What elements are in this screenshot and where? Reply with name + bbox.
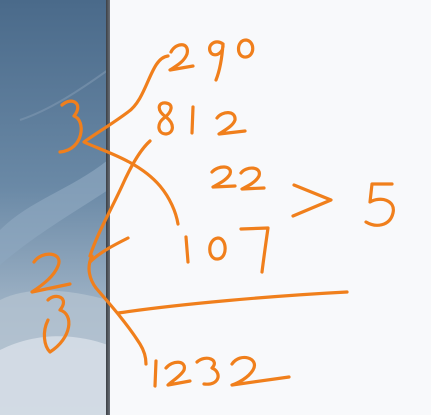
ink-stroke bbox=[236, 38, 255, 59]
ink-stroke bbox=[190, 105, 195, 135]
ink-stroke bbox=[208, 40, 225, 82]
ink-lower-bracket bbox=[87, 254, 148, 366]
ink-stroke bbox=[168, 43, 195, 72]
ink-stroke bbox=[208, 236, 227, 261]
ink-stroke bbox=[153, 359, 158, 388]
ink-number-1232: 1232 bbox=[153, 355, 291, 388]
ink-left-3: 3 bbox=[58, 99, 83, 154]
ink-left-3b: 3 bbox=[42, 294, 71, 354]
whiteboard-canvas[interactable] bbox=[110, 0, 431, 415]
ink-upper-bracket bbox=[82, 54, 180, 226]
ink-stroke bbox=[364, 182, 395, 227]
ink-left-2: 2 bbox=[30, 252, 72, 294]
ink-stroke bbox=[42, 294, 71, 354]
ink-number-812: 812 bbox=[157, 101, 247, 136]
ink-number-5: 5 bbox=[364, 182, 395, 227]
window-edge bbox=[106, 0, 110, 415]
ink-number-22: 22 bbox=[210, 165, 266, 191]
ink-divider-line bbox=[116, 290, 349, 315]
ink-stroke bbox=[215, 111, 247, 136]
ink-connector bbox=[88, 139, 152, 258]
ink-stroke bbox=[210, 165, 237, 189]
ink-stroke bbox=[58, 99, 83, 154]
ink-stroke bbox=[184, 235, 190, 264]
ink-stroke bbox=[164, 360, 192, 387]
ink-stroke bbox=[157, 101, 174, 136]
ink-greater-than bbox=[291, 183, 333, 218]
ink-lower-bracket-top bbox=[88, 236, 130, 264]
ink-stroke bbox=[239, 166, 266, 191]
desktop-wallpaper bbox=[0, 0, 108, 415]
ink-stroke bbox=[195, 356, 220, 386]
ink-stroke bbox=[30, 252, 72, 294]
ink-number-107: 107 bbox=[184, 226, 270, 274]
ink-stroke bbox=[230, 355, 291, 387]
ink-number-290: 290 bbox=[168, 38, 255, 82]
ink-stroke bbox=[239, 226, 270, 274]
